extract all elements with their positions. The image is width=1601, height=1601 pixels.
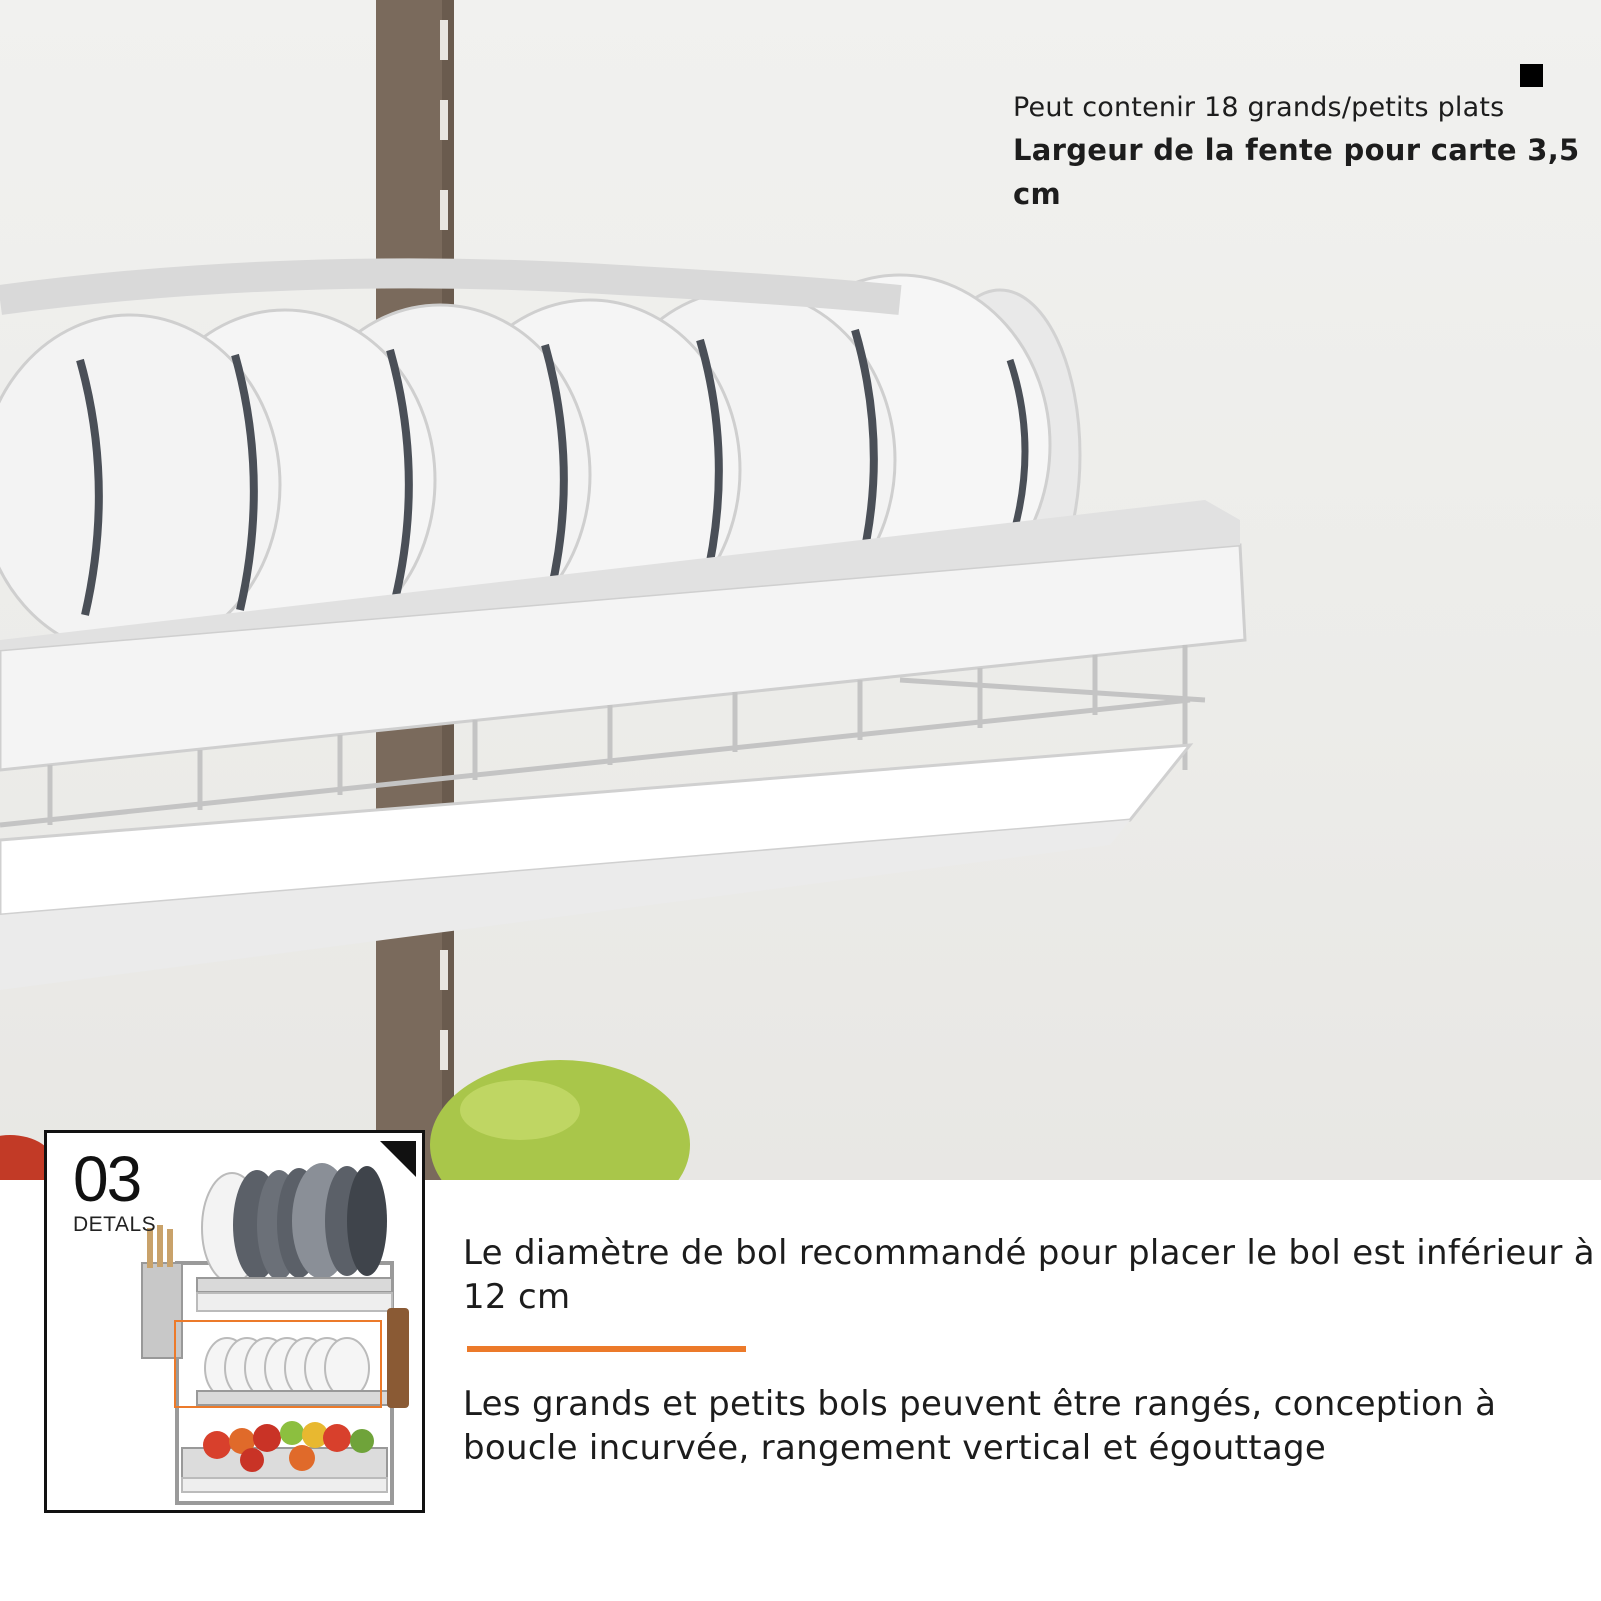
dish-rack-illustration: [0, 0, 1247, 1180]
detail-number: 03: [73, 1143, 142, 1215]
corner-marker: [1520, 64, 1543, 87]
dish-rack-photo: Peut contenir 18 grands/petits plats Lar…: [0, 0, 1601, 1180]
shelf-front: [0, 543, 1247, 772]
detail-label: DETALS: [73, 1213, 157, 1236]
slot-width-text: Largeur de la fente pour carte 3,5 cm: [1013, 133, 1580, 211]
wire-basket: [0, 645, 1206, 828]
red-fruit: [0, 1135, 55, 1180]
top-caption: Peut contenir 18 grands/petits plats Lar…: [1013, 88, 1593, 216]
bowl-diameter-text: Le diamètre de bol recommandé pour place…: [463, 1233, 1595, 1317]
capacity-text: Peut contenir 18 grands/petits plats: [1013, 92, 1505, 123]
accent-divider: [467, 1346, 746, 1352]
rack-thumbnail: [141, 1163, 409, 1505]
detail-inset: 03 DETALS: [44, 1130, 425, 1513]
storage-feature-text: Les grands et petits bols peuvent être r…: [463, 1384, 1497, 1468]
highlight-box: [174, 1320, 382, 1408]
inset-corner-triangle: [380, 1141, 416, 1177]
